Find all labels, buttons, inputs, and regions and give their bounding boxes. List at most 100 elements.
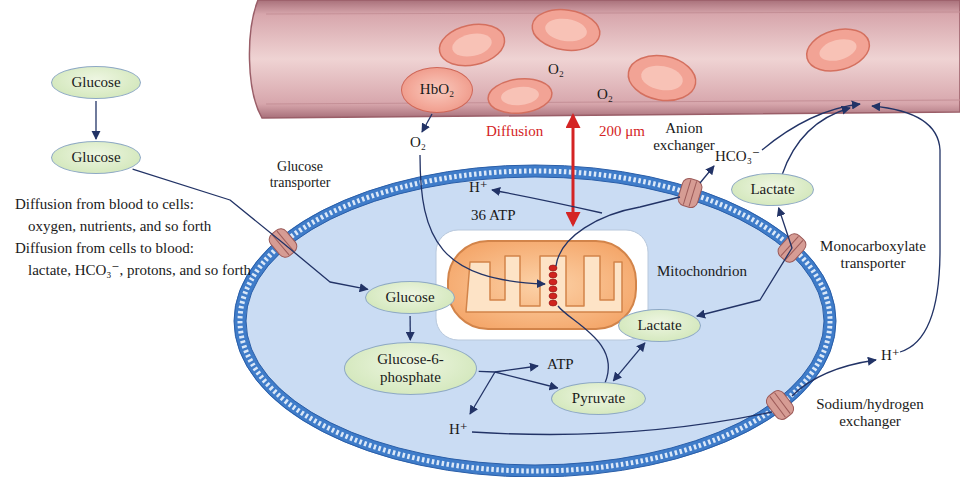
- drawing-path: [249, 0, 960, 118]
- drawing-line: [786, 240, 803, 259]
- energy-label: 36 ATP: [471, 207, 516, 224]
- metabolite-node: Lactate: [618, 309, 701, 342]
- drawing-ellipse: [549, 279, 557, 285]
- diffusion-label: Diffusion: [486, 123, 543, 140]
- drawing-rect: [448, 241, 636, 329]
- drawing-ellipse: [544, 16, 589, 44]
- drawing-ellipse: [549, 300, 557, 306]
- drawing-line: [277, 231, 294, 251]
- ion-label: H⁺: [469, 179, 488, 196]
- drawing-ellipse: [549, 272, 557, 278]
- metabolite-node: Lactate: [731, 173, 814, 206]
- energy-label: ATP: [547, 356, 574, 373]
- flow-arrow: [697, 208, 792, 316]
- drawing-path: [782, 108, 850, 175]
- glucose-node: Glucose: [365, 281, 455, 314]
- drawing-ellipse: [500, 85, 540, 107]
- drawing-ellipse: [549, 286, 557, 292]
- mitochondrion: [436, 230, 648, 340]
- part-label: Mitochondrion: [657, 263, 747, 280]
- drawing-line: [770, 396, 786, 417]
- drawing-g: [436, 19, 509, 72]
- node-text: Glucose-6-phosphate: [370, 351, 452, 386]
- drawing-rect: [436, 230, 648, 340]
- drawing-path: [470, 372, 495, 414]
- ion-label: H⁺: [449, 421, 468, 438]
- node-text: Glucose: [71, 149, 120, 166]
- gas-label: O₂: [548, 61, 564, 78]
- drawing-rect: [764, 388, 797, 422]
- blood-vessel: [249, 0, 960, 118]
- distance-label: 200 μm: [599, 123, 645, 140]
- drawing-line: [689, 181, 697, 206]
- note-text: lactate, HCO₃⁻, protons, and so forth: [28, 262, 251, 279]
- note-text: Diffusion from blood to cells:: [15, 196, 194, 213]
- flow-arrow: [409, 316, 410, 340]
- drawing-ellipse: [486, 76, 553, 117]
- drawing-path: [422, 114, 432, 132]
- drawing-ellipse: [240, 171, 830, 471]
- node-text: Lactate: [750, 181, 794, 198]
- drawing-ellipse: [817, 35, 859, 64]
- cell: [234, 165, 836, 477]
- drawing-ellipse: [802, 22, 874, 77]
- drawing-path: [872, 106, 940, 352]
- drawing-path: [792, 360, 876, 396]
- node-text: Lactate: [637, 317, 681, 334]
- membrane-transporters: [266, 177, 808, 423]
- node-text: HbO₂: [420, 81, 454, 98]
- drawing-g: [549, 265, 557, 306]
- metabolite-node: Pyruvate: [551, 382, 646, 415]
- part-label: Anion exchanger: [648, 120, 720, 155]
- part-label: Monocarboxylate transporter: [815, 238, 931, 273]
- red-blood-cell: HbO₂: [401, 67, 473, 113]
- glucose-node: Glucose: [51, 66, 141, 99]
- flow-arrow: [479, 371, 558, 388]
- note-text: oxygen, nutrients, and so forth: [28, 218, 211, 235]
- note-text: Diffusion from cells to blood:: [15, 240, 194, 257]
- drawing-g: [676, 177, 703, 210]
- gas-label: O₂: [410, 134, 426, 151]
- part-label: Sodium/hydrogen exchanger: [810, 396, 930, 431]
- node-text: Glucose: [385, 289, 434, 306]
- flow-lines: [420, 104, 940, 435]
- drawing-ellipse: [549, 293, 557, 299]
- node-text: Glucose: [71, 74, 120, 91]
- drawing-g: [625, 50, 700, 105]
- drawing-path: [472, 412, 772, 435]
- diffusion-arrow: [572, 116, 575, 224]
- drawing-ellipse: [639, 63, 685, 94]
- drawing-g: [486, 76, 553, 117]
- drawing-path: [420, 155, 545, 284]
- part-label: Glucose transporter: [258, 159, 342, 191]
- metabolite-node: Glucose-6-phosphate: [344, 342, 477, 395]
- drawing-g: [764, 388, 797, 422]
- drawing-line: [775, 393, 791, 414]
- drawing-path: [762, 104, 860, 150]
- drawing-rect: [676, 177, 703, 210]
- red-blood-cells: [436, 5, 875, 116]
- drawing-ellipse: [436, 19, 509, 72]
- drawing-path: [266, 12, 960, 14]
- drawing-path: [495, 366, 538, 372]
- gas-label: O₂: [597, 86, 613, 103]
- drawing-ellipse: [234, 165, 836, 477]
- drawing-line: [272, 235, 289, 255]
- flow-arrow: [95, 101, 96, 139]
- drawing-ellipse: [246, 177, 824, 465]
- drawing-ellipse: [450, 30, 494, 60]
- glucose-node: Glucose: [51, 141, 141, 174]
- drawing-ellipse: [530, 5, 603, 54]
- drawing-path: [700, 166, 714, 183]
- drawing-ellipse: [625, 50, 700, 105]
- node-text: Pyruvate: [572, 390, 625, 407]
- drawing-g: [802, 22, 874, 77]
- drawing-g: [530, 5, 603, 54]
- flow-arrow: [613, 343, 645, 381]
- ion-label: HCO₃⁻: [715, 148, 760, 165]
- drawing-ellipse: [240, 171, 830, 471]
- drawing-line: [683, 180, 691, 205]
